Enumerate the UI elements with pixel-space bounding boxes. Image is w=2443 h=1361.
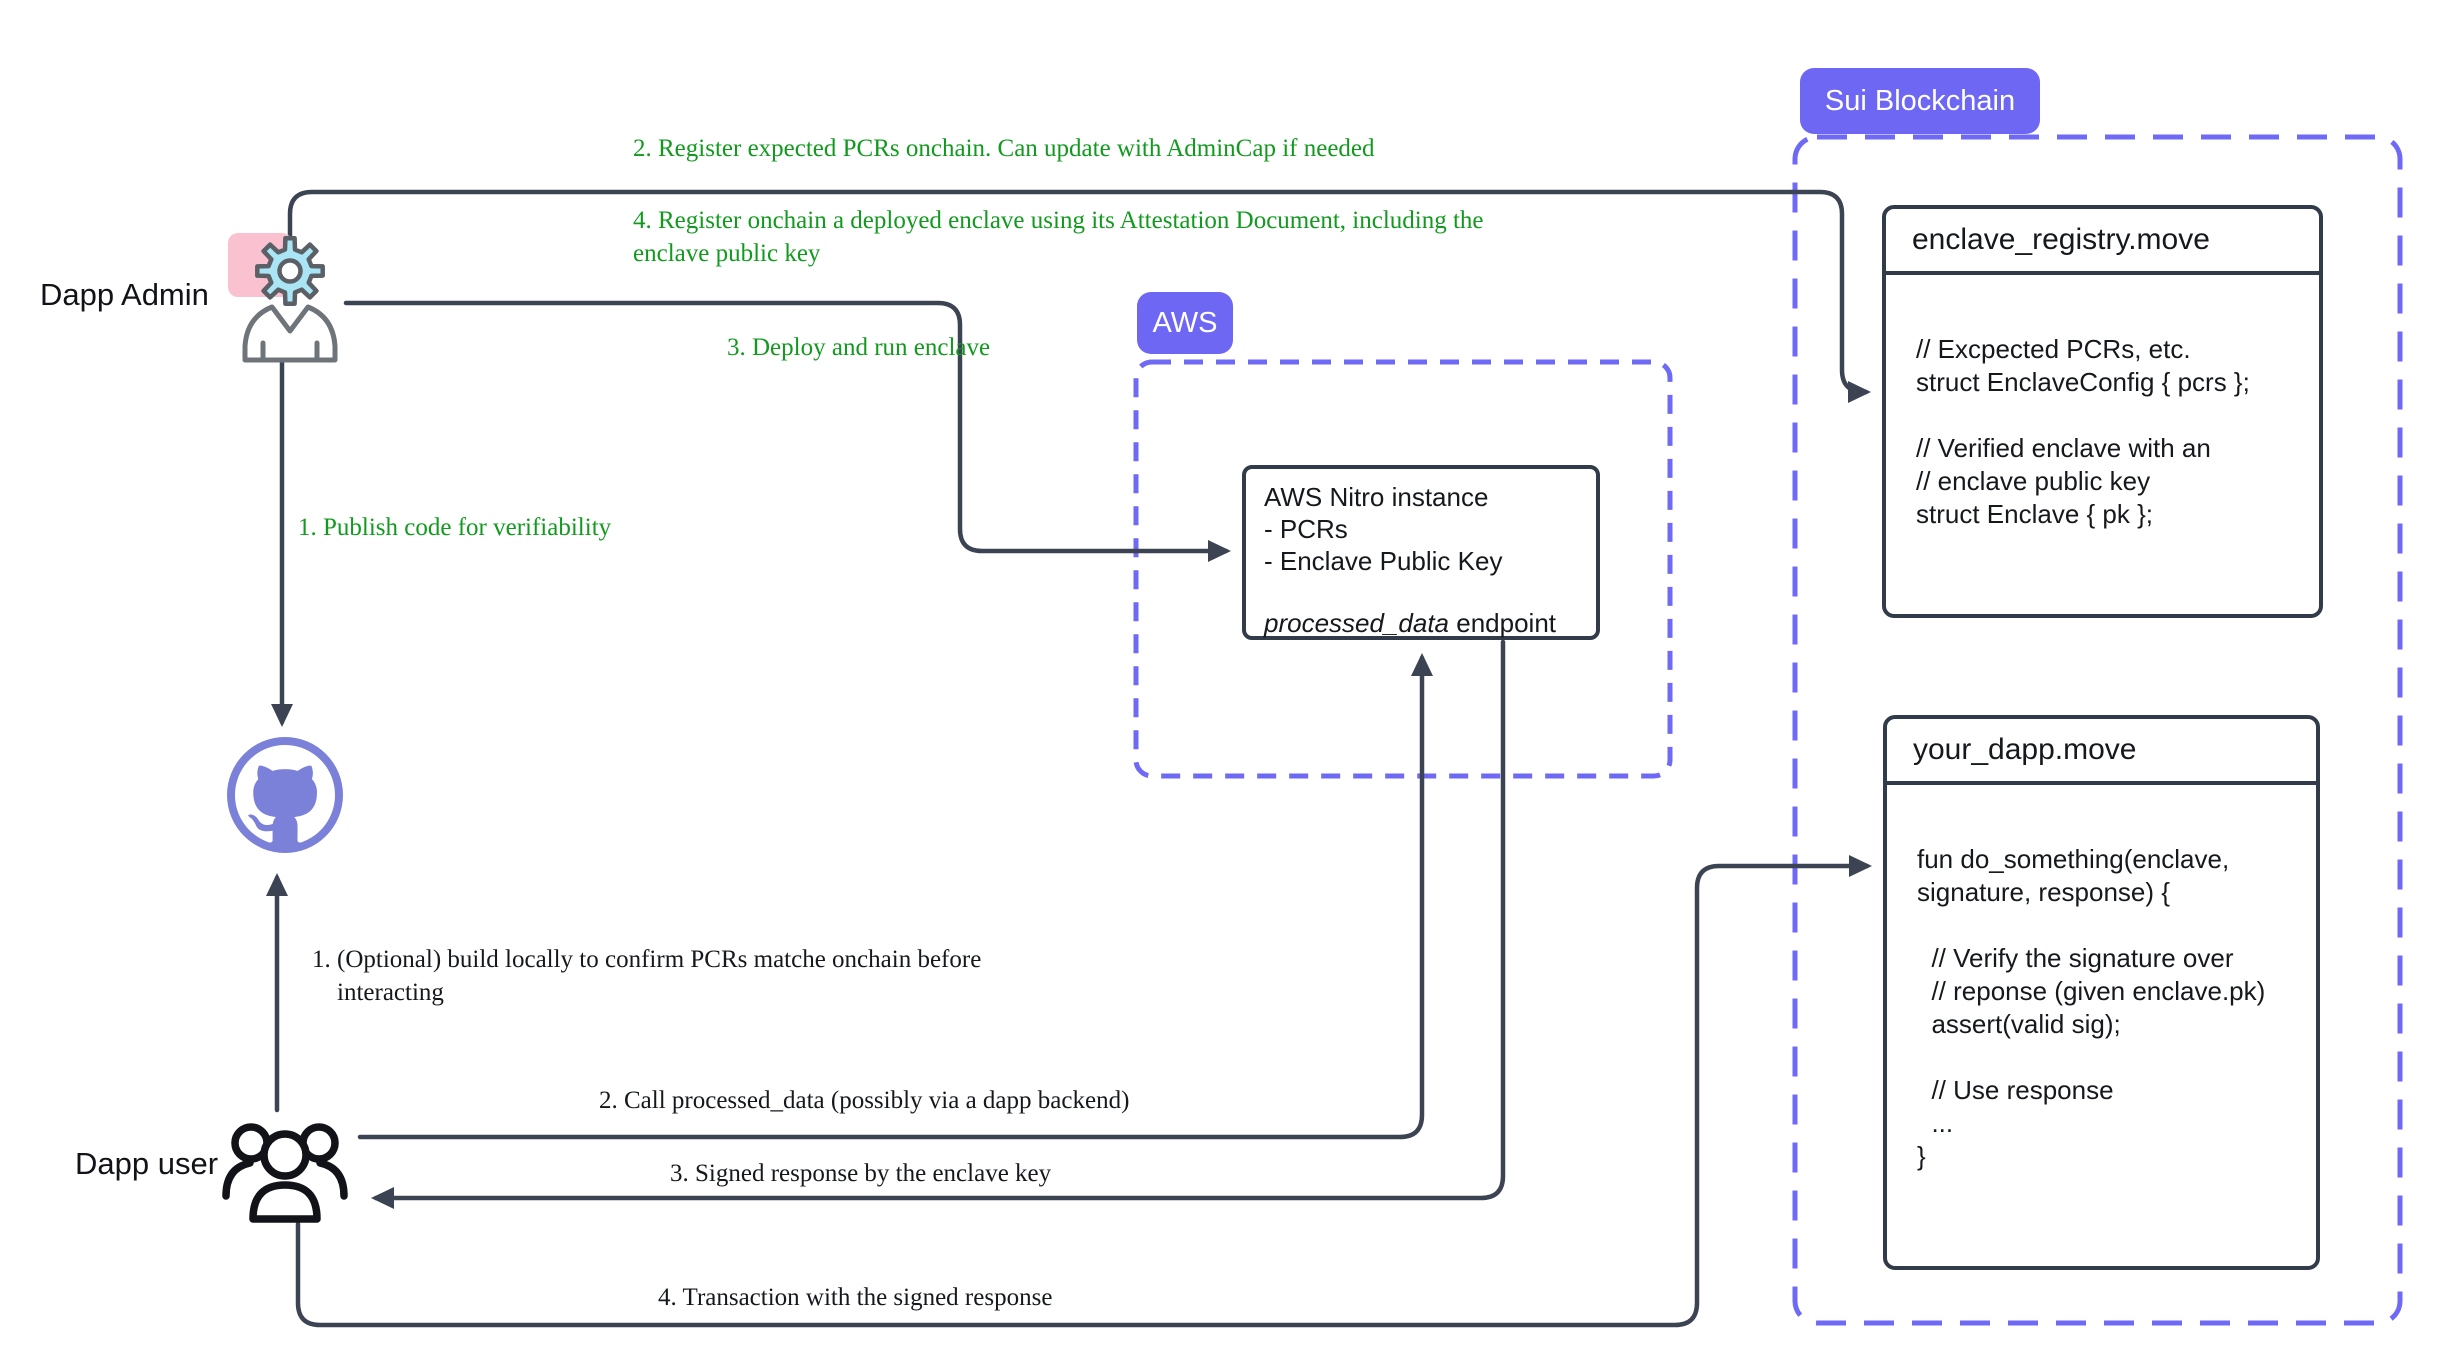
endpoint-name: processed_data [1264, 608, 1450, 638]
dapp-user-label: Dapp user [75, 1146, 219, 1181]
endpoint-suffix: endpoint [1449, 608, 1557, 638]
your-dapp-title: your_dapp.move [1887, 719, 2316, 785]
dapp-admin-icon [228, 233, 338, 363]
sui-blockchain-badge: Sui Blockchain [1800, 68, 2040, 134]
wire-deploy-enclave [343, 300, 1231, 562]
person-shoulders-icon [242, 304, 338, 363]
person-arm-lines [260, 340, 320, 363]
wire-call-processed-data [357, 653, 1433, 1140]
dapp-user-icon [222, 1123, 348, 1223]
annotation-transaction: 4. Transaction with the signed response [658, 1284, 1053, 1311]
gear-hub [277, 258, 303, 284]
nitro-box-text: AWS Nitro instance - PCRs - Enclave Publ… [1264, 482, 1503, 576]
annotation-call: 2. Call processed_data (possibly via a d… [599, 1087, 1130, 1114]
enclave-registry-title: enclave_registry.move [1886, 209, 2319, 275]
annotation-register-pcrs: 2. Register expected PCRs onchain. Can u… [633, 135, 1375, 162]
wire-signed-response [371, 639, 1506, 1209]
annotation-signed: 3. Signed response by the enclave key [670, 1160, 1052, 1187]
enclave-registry-code: // Excpected PCRs, etc. struct EnclaveCo… [1916, 334, 2250, 529]
annotation-deploy: 3. Deploy and run enclave [727, 334, 991, 361]
wire-transaction [295, 855, 1872, 1328]
github-icon [227, 737, 343, 853]
your-dapp-code: fun do_something(enclave, signature, res… [1917, 844, 2266, 1171]
processed-data-endpoint-label: processed_data endpoint [1264, 607, 1578, 639]
enclave-registry-box: enclave_registry.move // Excpected PCRs,… [1882, 205, 2323, 618]
annotation-register-enclave: 4. Register onchain a deployed enclave u… [633, 207, 1484, 267]
sui-blockchain-boundary [1792, 134, 2403, 1326]
aws-badge: AWS [1137, 292, 1233, 354]
annotation-build-locally: 1. (Optional) build locally to confirm P… [312, 946, 982, 1006]
wire-register-pcrs [287, 189, 1871, 403]
annotation-publish: 1. Publish code for verifiability [298, 514, 612, 541]
aws-boundary [1133, 359, 1673, 779]
aws-nitro-instance-box: AWS Nitro instance - PCRs - Enclave Publ… [1242, 465, 1600, 640]
your-dapp-box: your_dapp.move fun do_something(enclave,… [1883, 715, 2320, 1270]
dapp-admin-label: Dapp Admin [40, 277, 209, 312]
